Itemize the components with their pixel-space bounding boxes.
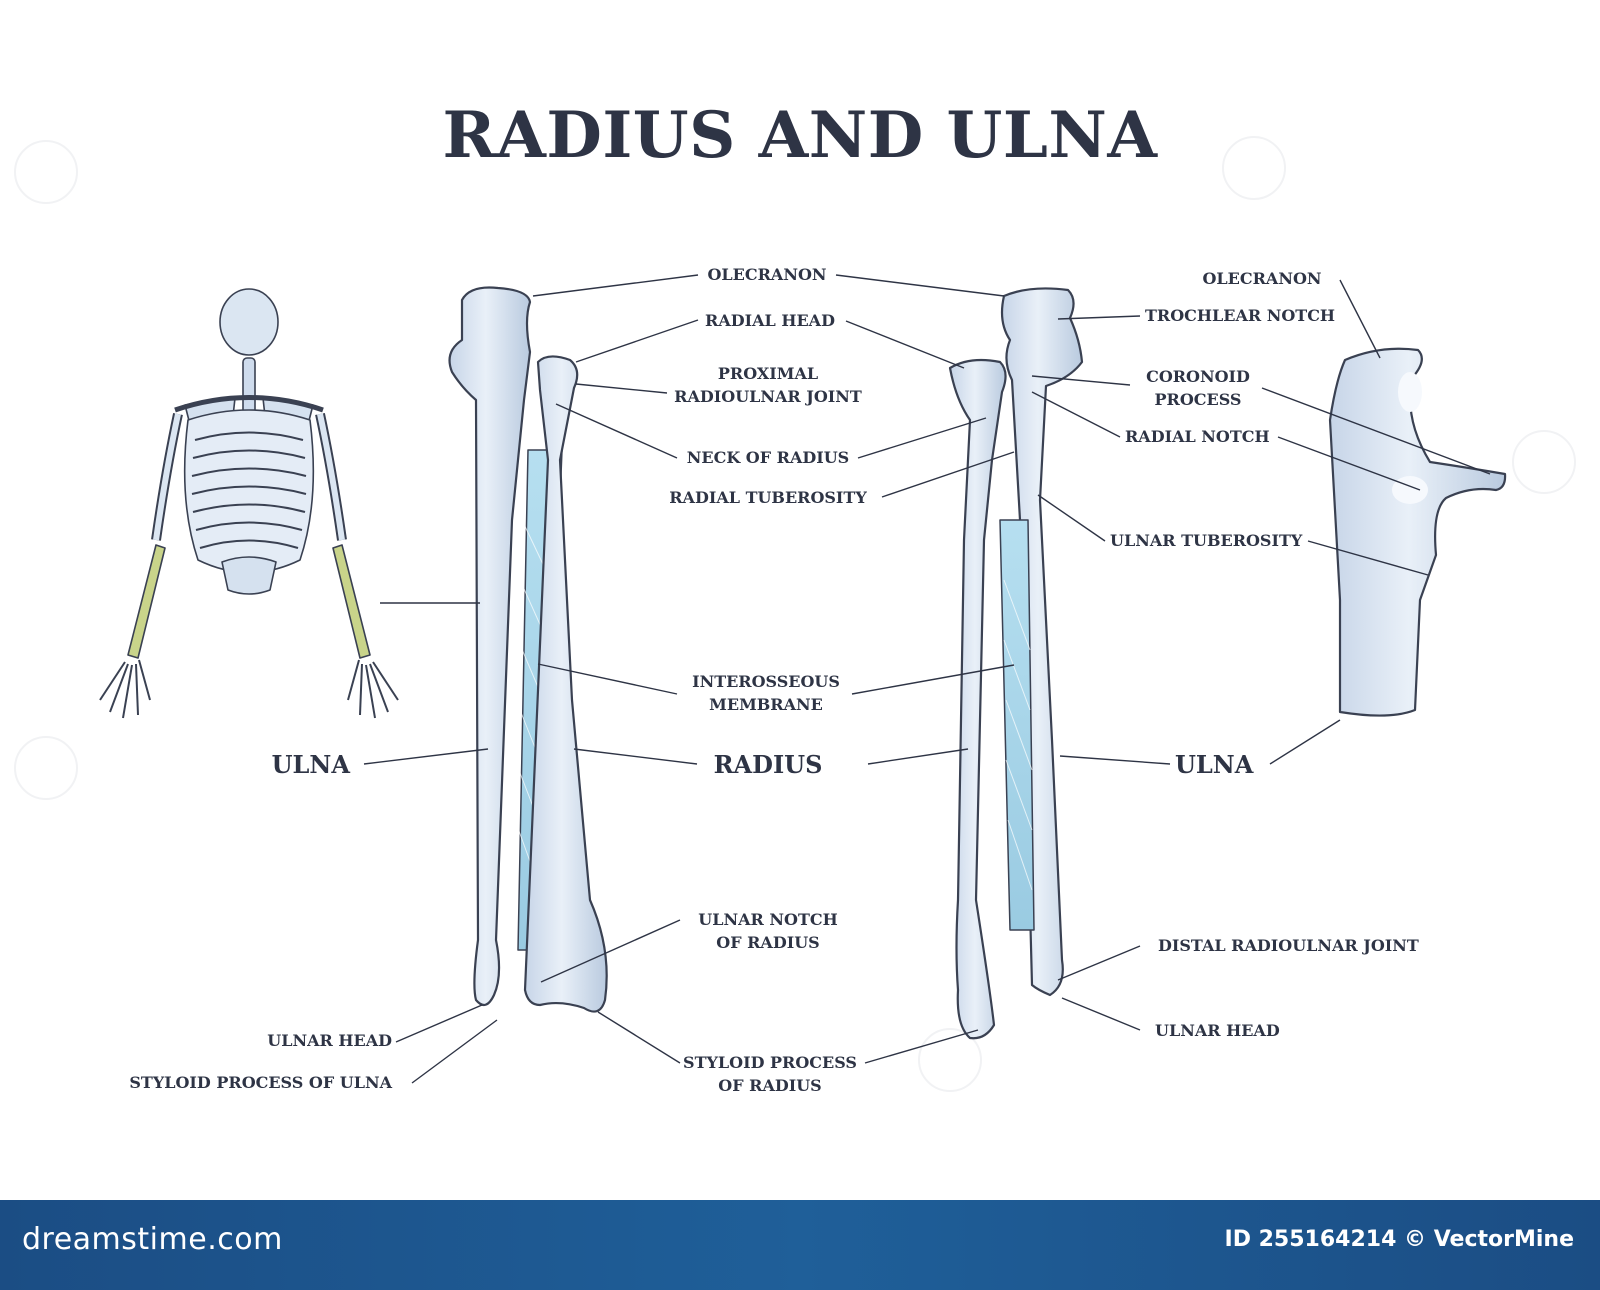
label-radial-notch: RADIAL NOTCH [1125, 427, 1270, 446]
left-forearm-highlight [127, 544, 166, 659]
label-ulnar-notch-of-radius: ULNAR NOTCH OF RADIUS [698, 910, 838, 952]
page-title: RADIUS AND ULNA [442, 98, 1158, 173]
anterior-view [448, 286, 608, 1013]
label-ulnar-tuberosity: ULNAR TUBEROSITY [1110, 531, 1303, 550]
skull [219, 288, 279, 356]
radius-bone-posterior [948, 358, 1007, 1040]
left-hand [99, 659, 151, 719]
ulna-bone [448, 286, 532, 1007]
label-olecranon-right: OLECRANON [1202, 269, 1322, 288]
rib-cage [183, 409, 315, 574]
footer-bar: dreamstime.com ID 255164214 © VectorMine [0, 1200, 1600, 1290]
image-credit: ID 255164214 © VectorMine [1224, 1227, 1574, 1252]
diagram-stage: RADIUS AND ULNA [14, 98, 1576, 1095]
watermark-mark [1222, 136, 1286, 200]
interosseous-membrane-posterior [999, 519, 1035, 931]
proximal-ulna-detail [1328, 347, 1507, 717]
label-coronoid-process: CORONOID PROCESS [1146, 367, 1250, 409]
leader-lines [363, 274, 1491, 1084]
watermark-mark [918, 1028, 982, 1092]
label-ulna-left: ULNA [271, 750, 350, 779]
label-neck-of-radius: NECK OF RADIUS [686, 448, 850, 467]
proximal-ulna [1328, 347, 1507, 717]
label-radius: RADIUS [713, 750, 823, 779]
label-proximal-radioulnar-joint: PROXIMAL RADIOULNAR JOINT [674, 364, 862, 406]
watermark-mark [14, 736, 78, 800]
skeleton-figure [99, 288, 399, 719]
brand-logo-text[interactable]: dreamstime.com [22, 1222, 283, 1257]
label-ulnar-head-left: ULNAR HEAD [267, 1031, 392, 1050]
label-olecranon: OLECRANON [707, 265, 827, 284]
label-radial-head: RADIAL HEAD [705, 311, 835, 330]
label-trochlear-notch: TROCHLEAR NOTCH [1145, 306, 1336, 325]
pelvis [221, 556, 277, 595]
label-ulnar-head-right: ULNAR HEAD [1155, 1021, 1280, 1040]
watermark-mark [1512, 430, 1576, 494]
label-styloid-process-of-ulna: STYLOID PROCESS OF ULNA [129, 1073, 392, 1092]
label-distal-radioulnar-joint: DISTAL RADIOULNAR JOINT [1158, 936, 1419, 955]
label-ulna-right: ULNA [1175, 750, 1254, 779]
ulna-bone-posterior [1000, 287, 1084, 997]
clavicles [174, 395, 324, 413]
watermark-mark [14, 140, 78, 204]
label-radial-tuberosity: RADIAL TUBEROSITY [669, 488, 867, 507]
radius-bone [523, 355, 608, 1013]
posterior-view [948, 287, 1084, 1040]
label-interosseous-membrane: INTEROSSEOUS MEMBRANE [692, 672, 840, 714]
right-forearm-highlight [332, 544, 371, 659]
right-hand [347, 659, 399, 719]
radius-ulna-illustration [99, 274, 1507, 1084]
label-styloid-process-of-radius: STYLOID PROCESS OF RADIUS [683, 1053, 857, 1095]
